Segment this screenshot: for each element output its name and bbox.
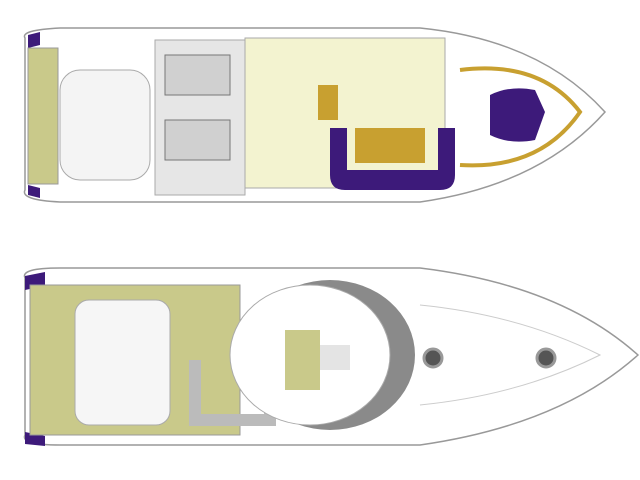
forward-bed [490, 88, 545, 142]
hatch-forward [535, 347, 557, 369]
forward-cabin-trim [459, 66, 583, 168]
lower-deck-plan [23, 27, 607, 203]
saloon-sofa [330, 128, 455, 190]
cockpit-sunpad [74, 299, 171, 426]
engine-port [164, 54, 231, 96]
saloon-table [355, 128, 425, 163]
main-deck-plan [23, 267, 640, 446]
engine-starboard [164, 119, 231, 161]
companionway [320, 345, 350, 370]
aft-sunpad [59, 69, 151, 181]
helm-teak [285, 330, 320, 390]
lower-deck-starboard-rail [28, 185, 40, 198]
hatch-aft [422, 347, 444, 369]
aft-teak-deck [27, 47, 59, 185]
lower-deck-port-rail [28, 32, 40, 48]
galley-wood [318, 85, 338, 120]
foredeck-lines [419, 304, 602, 406]
